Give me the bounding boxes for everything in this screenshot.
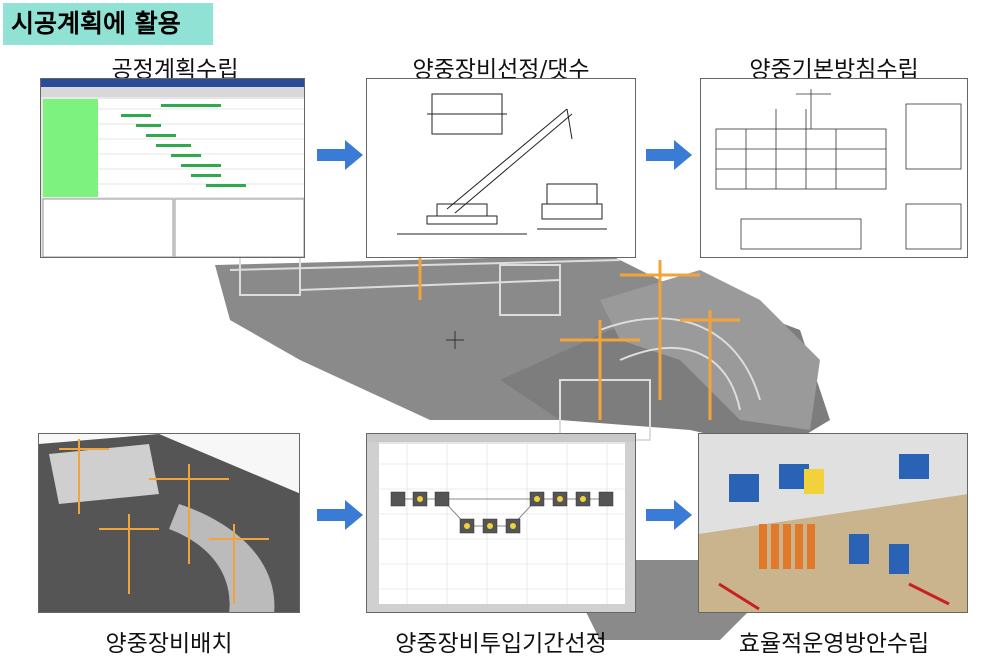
placement-3d-view bbox=[39, 434, 299, 612]
lift-section-drawing bbox=[715, 89, 962, 250]
arrow-right-icon bbox=[646, 140, 692, 170]
arrow-right-icon bbox=[317, 140, 363, 170]
period-network-diagram bbox=[367, 434, 635, 612]
caption-period: 양중장비투입기간선정 bbox=[395, 631, 607, 657]
gantt-screenshot bbox=[41, 79, 304, 257]
crawler-crane-drawing bbox=[397, 93, 607, 235]
caption-operation: 효율적운영방안수립 bbox=[738, 631, 930, 657]
lift-plan-panel bbox=[700, 78, 968, 258]
input-period-panel bbox=[366, 433, 636, 613]
crane-drawing-panel bbox=[366, 78, 636, 258]
crosshair bbox=[446, 331, 464, 349]
caption-placement: 양중장비배치 bbox=[105, 631, 233, 657]
crane-placement-panel bbox=[38, 433, 300, 613]
arrow-right-icon bbox=[317, 500, 363, 530]
operation-panel bbox=[698, 433, 968, 613]
arrow-right-icon bbox=[646, 500, 692, 530]
schedule-gantt-panel bbox=[40, 78, 305, 258]
section-badge: 시공계획에 활용 bbox=[3, 3, 213, 45]
operation-3d-view bbox=[699, 434, 967, 612]
